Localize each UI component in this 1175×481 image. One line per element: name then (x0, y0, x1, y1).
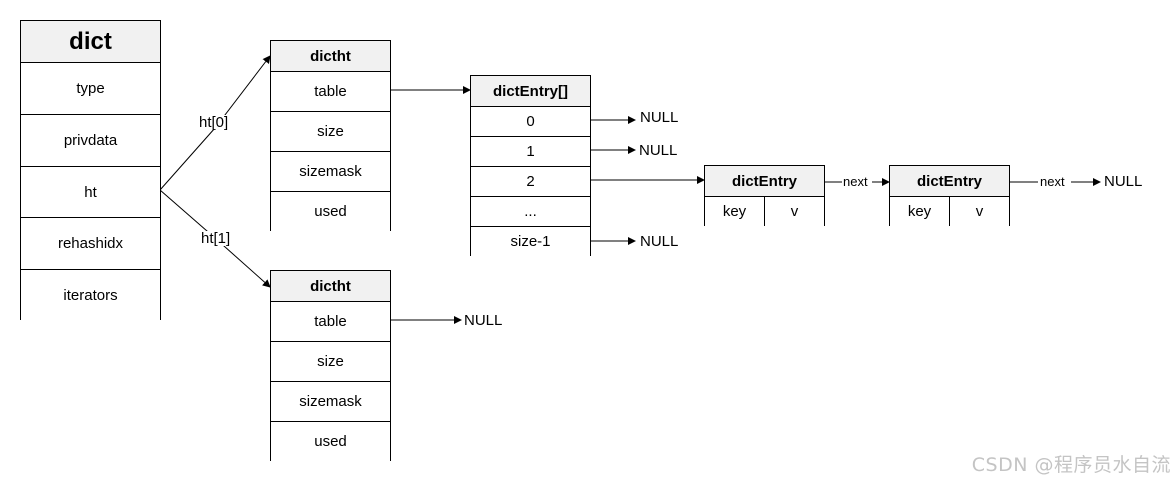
array-slot-ellipsis: ... (471, 196, 590, 226)
dict-entry-2: dictEntry key v (889, 165, 1010, 226)
null-entry-chain: NULL (1104, 173, 1143, 190)
dictht-0-table: table (271, 71, 390, 111)
dict-field-privdata: privdata (21, 114, 160, 166)
dict-struct: dict type privdata ht rehashidx iterator… (20, 20, 161, 320)
dict-entry-array: dictEntry[] 0 1 2 ... size-1 (470, 75, 591, 256)
dictht-1-sizemask: sizemask (271, 381, 390, 421)
null-slot-0: NULL (640, 109, 679, 126)
dictht-0-title: dictht (271, 41, 390, 71)
dictht-1-title: dictht (271, 271, 390, 301)
dictht-0-sizemask: sizemask (271, 151, 390, 191)
dictht-1-size: size (271, 341, 390, 381)
dictht-1: dictht table size sizemask used (270, 270, 391, 461)
dictht-1-used: used (271, 421, 390, 461)
dict-field-rehashidx: rehashidx (21, 217, 160, 269)
dictht-0: dictht table size sizemask used (270, 40, 391, 231)
dict-entry-2-row: key v (890, 196, 1009, 226)
dict-entry-1-key: key (705, 197, 765, 226)
dict-entry-2-title: dictEntry (890, 166, 1009, 196)
dict-title: dict (21, 21, 160, 62)
dictht-1-table: table (271, 301, 390, 341)
next-label-2: next (1040, 174, 1065, 189)
dictht-0-used: used (271, 191, 390, 231)
dict-entry-1: dictEntry key v (704, 165, 825, 226)
null-table-ht1: NULL (464, 312, 503, 329)
dict-entry-1-title: dictEntry (705, 166, 824, 196)
array-slot-2: 2 (471, 166, 590, 196)
null-slot-1: NULL (639, 142, 678, 159)
array-slot-1: 1 (471, 136, 590, 166)
dict-field-iterators: iterators (21, 269, 160, 320)
dict-entry-array-title: dictEntry[] (471, 76, 590, 106)
csdn-watermark: CSDN @程序员水自流 (971, 454, 1171, 476)
next-label-1: next (843, 174, 868, 189)
ht0-label: ht[0] (199, 114, 229, 131)
dict-entry-2-value: v (975, 203, 984, 220)
array-slot-0: 0 (471, 106, 590, 136)
dictht-0-size: size (271, 111, 390, 151)
dict-field-ht: ht (21, 166, 160, 217)
dict-entry-1-value: v (790, 203, 799, 220)
dict-entry-1-row: key v (705, 196, 824, 226)
dict-field-type: type (21, 62, 160, 114)
dict-entry-2-key: key (890, 197, 950, 226)
ht1-label: ht[1] (201, 230, 231, 247)
array-slot-last: size-1 (471, 226, 590, 256)
null-slot-last: NULL (640, 233, 679, 250)
